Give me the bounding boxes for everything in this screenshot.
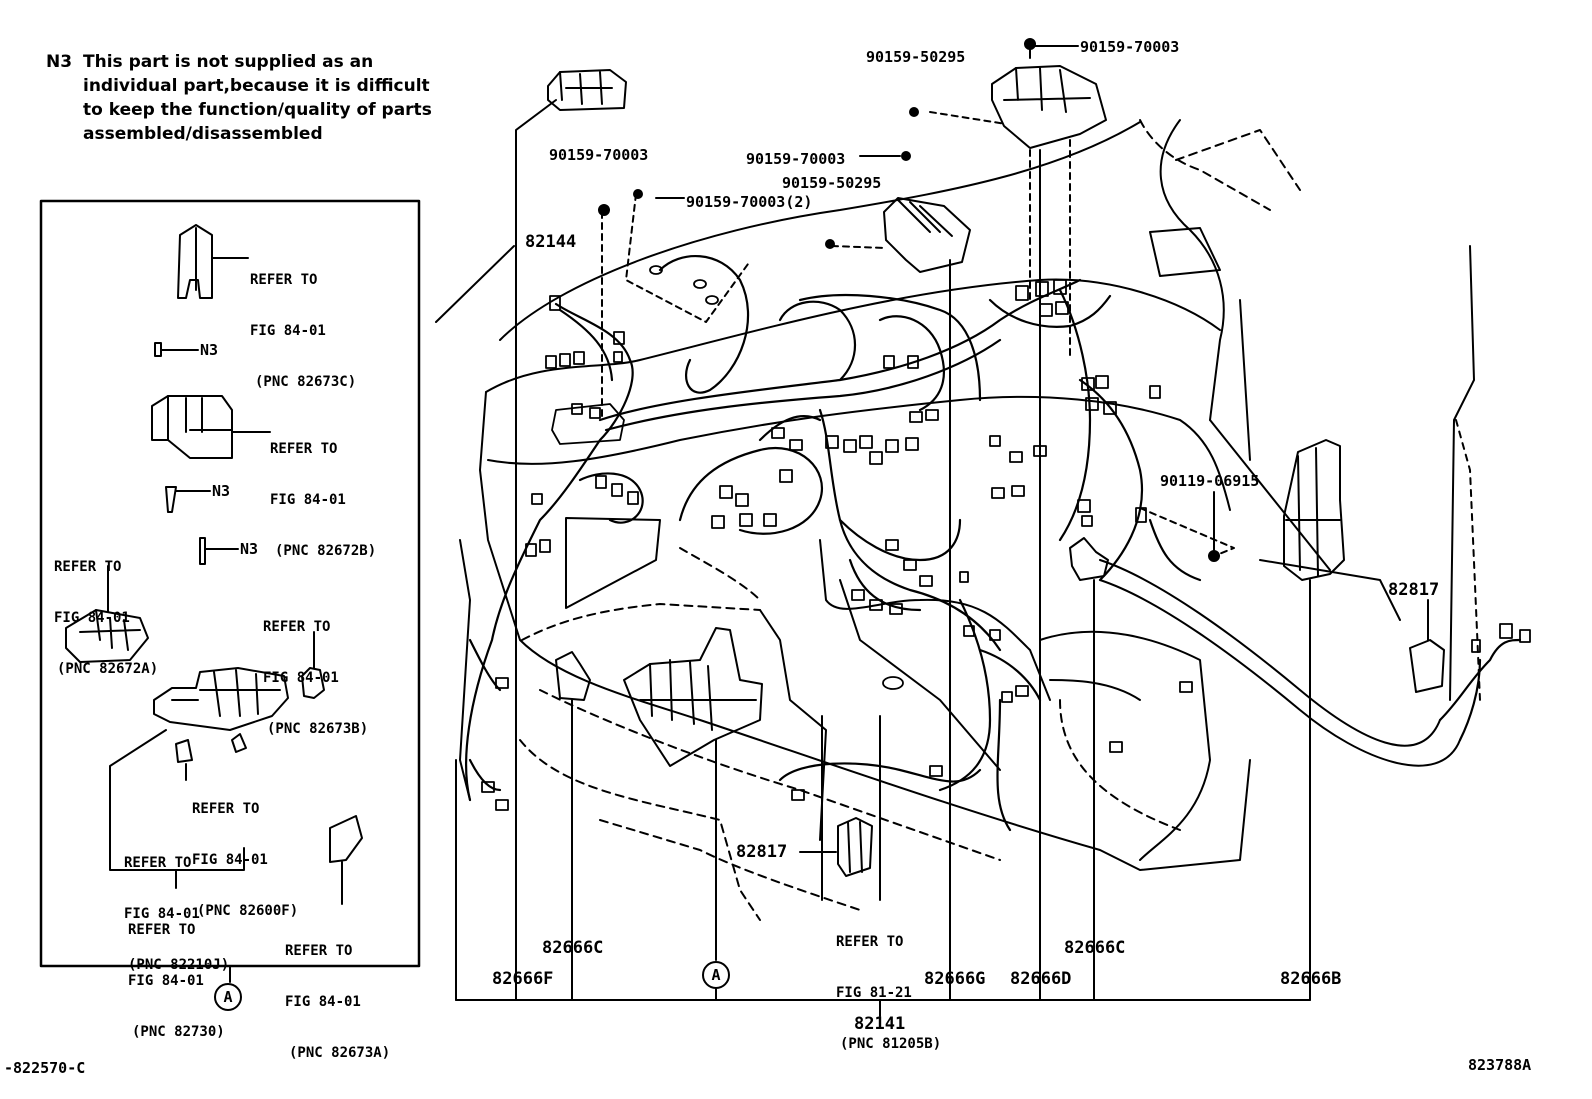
main-marker-a: A — [702, 961, 730, 989]
part-number: 82141 — [854, 1014, 906, 1034]
inset-junction-block — [153, 667, 289, 731]
footer-left-code: -822570-C — [4, 1059, 86, 1077]
callout-ref: REFER TO — [54, 559, 122, 575]
part-number: 82666B — [1280, 969, 1342, 989]
callout-ref: REFER TO — [263, 619, 331, 635]
inset-callout-82673c: REFER TO FIG 84-01 (PNC 82673C) — [250, 238, 356, 408]
part-number: 82666C — [1064, 938, 1126, 958]
inset-relay-82673a — [329, 815, 363, 905]
part-number: 82817 — [1388, 580, 1440, 600]
callout-ref: REFER TO — [192, 801, 260, 817]
callout-ref: REFER TO — [128, 922, 196, 938]
part-number: 90119-06915 — [1160, 472, 1260, 490]
part-number: 90159-50295 — [782, 174, 882, 192]
junction-block-82666d — [929, 39, 1107, 991]
inset-relay-82673b — [301, 631, 325, 699]
callout-ref: REFER TO — [250, 272, 318, 288]
inset-marker-a: A — [214, 983, 242, 1011]
bracket-82666c-right — [1069, 537, 1109, 991]
callout-fig: FIG 84-01 — [128, 973, 204, 989]
connectors — [481, 265, 1531, 811]
inset-relay-block-82672b — [151, 395, 271, 459]
callout-fig: FIG 84-01 — [285, 994, 361, 1010]
ecu-82666g — [883, 197, 971, 991]
callout-pnc: (PNC 82600F) — [197, 903, 299, 919]
callout-pnc: (PNC 82673A) — [289, 1045, 391, 1061]
inset-fuse-1 — [175, 739, 193, 763]
callout-pnc: (PNC 82672A) — [57, 661, 159, 677]
wire-harness — [465, 254, 1522, 832]
part-number: 90159-70003 — [746, 150, 846, 168]
part-number: 82666F — [492, 969, 554, 989]
clip-82817-center — [799, 817, 873, 877]
inset-n3-pin-1 — [154, 342, 199, 357]
inset-callout-82673b: REFER TO FIG 84-01 (PNC 82673B) — [263, 585, 368, 755]
n3-label: N3 — [212, 482, 231, 500]
inset-callout-82600f: REFER TO FIG 84-01 (PNC 82600F) — [192, 767, 298, 937]
callout-pnc: (PNC 82210J) — [128, 957, 230, 973]
inset-callout-82210j: REFER TO FIG 84-01 (PNC 82210J) — [124, 821, 229, 991]
inset-relay-82673c — [177, 224, 249, 299]
part-number: 90159-50295 — [866, 48, 966, 66]
main-callout-81205b: REFER TO FIG 81-21 (PNC 81205B) — [836, 900, 941, 1070]
callout-pnc: (PNC 82673C) — [255, 374, 357, 390]
callout-ref: REFER TO — [124, 855, 192, 871]
part-number: 82666D — [1010, 969, 1072, 989]
part-number: 82666C — [542, 938, 604, 958]
note-text: This part is not supplied as an individu… — [83, 52, 432, 144]
screws — [598, 38, 1220, 562]
callout-fig: FIG 84-01 — [250, 323, 326, 339]
part-number: 90159-70003(2) — [686, 193, 813, 211]
callout-ref: REFER TO — [270, 441, 338, 457]
inset-leader-82210j — [109, 729, 245, 871]
callout-fig: FIG 84-01 — [124, 906, 200, 922]
n3-label: N3 — [240, 540, 259, 558]
note-code: N3 — [46, 52, 73, 72]
callout-fig: FIG 84-01 — [192, 852, 268, 868]
callout-pnc: (PNC 81205B) — [840, 1036, 942, 1052]
part-number: 90159-70003 — [549, 146, 649, 164]
inset-relay-82672a — [65, 565, 149, 663]
footer-right-code: 823788A — [1468, 1056, 1532, 1074]
part-number: 82144 — [525, 232, 577, 252]
callout-fig: FIG 81-21 — [836, 985, 912, 1001]
n3-label: N3 — [200, 341, 219, 359]
bottom-leader-bracket — [455, 759, 1311, 1017]
callout-pnc: (PNC 82673B) — [267, 721, 369, 737]
callout-ref: REFER TO — [836, 934, 904, 950]
inset-callout-82673a: REFER TO FIG 84-01 (PNC 82673A) — [285, 909, 390, 1079]
inset-n3-pin-2 — [165, 486, 211, 513]
callout-fig: FIG 84-01 — [263, 670, 339, 686]
clip-82817-right — [1409, 599, 1445, 693]
callout-pnc: (PNC 82730) — [132, 1024, 225, 1040]
inset-n3-pin-3 — [199, 537, 239, 565]
bracket-82144 — [515, 69, 627, 991]
callout-fig: FIG 84-01 — [54, 610, 130, 626]
part-number: 82666G — [924, 969, 986, 989]
part-number: 82817 — [736, 842, 788, 862]
bracket-82666f — [555, 651, 591, 991]
callout-pnc: (PNC 82672B) — [275, 543, 377, 559]
callout-fig: FIG 84-01 — [270, 492, 346, 508]
inset-fuse-2 — [231, 733, 247, 753]
part-number: 90159-70003 — [1080, 38, 1180, 56]
inset-callout-82672a: REFER TO FIG 84-01 (PNC 82672A) — [54, 525, 158, 695]
inset-callout-82730: REFER TO FIG 84-01 (PNC 82730) — [128, 888, 225, 1058]
relay-box-82666b — [1283, 439, 1345, 991]
junction-block-a — [623, 627, 763, 961]
callout-ref: REFER TO — [285, 943, 353, 959]
inset-callout-82672b: REFER TO FIG 84-01 (PNC 82672B) — [270, 407, 376, 577]
